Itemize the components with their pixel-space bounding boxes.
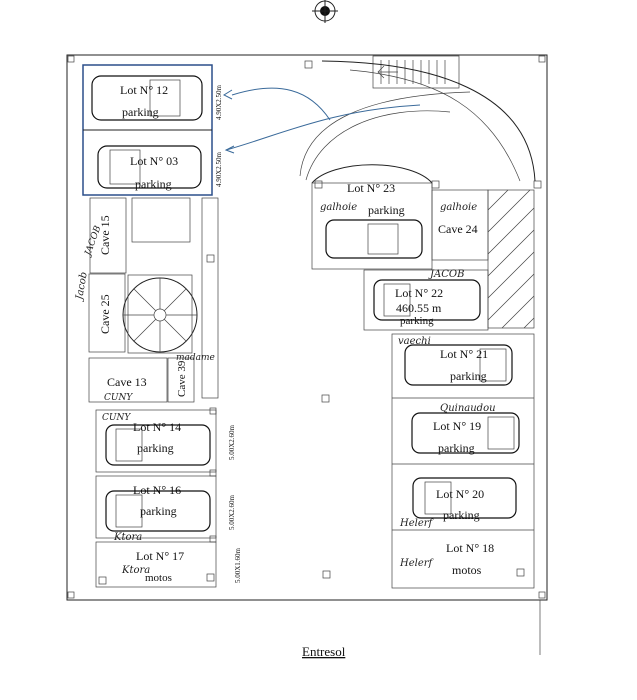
lot-20-use: parking xyxy=(443,508,480,522)
plan-title: Entresol xyxy=(302,644,346,659)
lot-17-title: Lot N° 17 xyxy=(136,549,184,563)
lot-19-use: parking xyxy=(438,441,475,455)
lot-22-use: parking xyxy=(400,315,434,327)
lot-16-dim: 5.00X2.60m xyxy=(228,494,236,530)
hw-ktora-16: Ktora xyxy=(113,532,142,543)
lot-03-dim: 4.90X2.50m xyxy=(215,151,223,187)
hw-jacob-22: JACOB xyxy=(428,269,464,280)
lot-16-title: Lot N° 16 xyxy=(133,483,181,497)
car-path-arrows xyxy=(222,87,421,154)
building-outline xyxy=(66,54,548,601)
cave-39-label: Cave 39 xyxy=(176,360,188,397)
cave-25[interactable]: Cave 25 xyxy=(88,273,126,353)
lot-23-title: Lot N° 23 xyxy=(347,181,395,195)
cave-24-label: Cave 24 xyxy=(438,222,478,236)
lot-18-use: motos xyxy=(452,563,482,577)
lot-22-title: Lot N° 22 xyxy=(395,286,443,300)
lot-03-title: Lot N° 03 xyxy=(130,154,178,168)
lot-14[interactable]: Lot N° 14 parking 5.00X2.60m xyxy=(95,409,236,473)
hw-ktora-17: Ktora xyxy=(121,565,150,576)
lot-22-area: 460.55 m xyxy=(396,301,442,315)
hw-cuny-14: CUNY xyxy=(102,413,131,423)
lot-17-dim: 5.00X1.60m xyxy=(234,547,242,583)
pillar-mark xyxy=(321,394,330,403)
hw-cuny-13: CUNY xyxy=(104,393,133,403)
compass-icon xyxy=(312,0,338,23)
lot-18-title: Lot N° 18 xyxy=(446,541,494,555)
lot-21[interactable]: Lot N° 21 parking xyxy=(404,344,513,386)
cave-13[interactable]: Cave 13 xyxy=(88,357,168,403)
hw-helerf-18: Helerf xyxy=(399,558,435,569)
vent-shaft xyxy=(131,197,191,243)
lot-17[interactable]: Lot N° 17 motos 5.00X1.60m xyxy=(95,541,242,588)
lot-16-use: parking xyxy=(140,504,177,518)
lot-19[interactable]: Lot N° 19 parking xyxy=(411,412,520,455)
cave-15[interactable]: Cave 15 xyxy=(89,197,127,274)
hw-quinaudou: Quinaudou xyxy=(440,403,496,414)
hw-vaechi: vaechi xyxy=(398,336,431,347)
hw-helerf-20: Helerf xyxy=(399,518,435,529)
lot-12[interactable]: Lot N° 12 parking 4.90X2.50m xyxy=(91,75,223,121)
cave-25-label: Cave 25 xyxy=(98,294,112,334)
hw-madame: madame xyxy=(176,353,215,363)
lot-21-title: Lot N° 21 xyxy=(440,347,488,361)
lot-03-use: parking xyxy=(135,177,172,191)
lot-12-title: Lot N° 12 xyxy=(120,83,168,97)
lot-14-use: parking xyxy=(137,441,174,455)
lot-14-title: Lot N° 14 xyxy=(133,420,181,434)
cave-39[interactable]: Cave 39 xyxy=(167,357,195,403)
lot-12-dim: 4.90X2.50m xyxy=(215,84,223,120)
corner-marks xyxy=(67,55,546,599)
corridor xyxy=(201,197,219,399)
hw-gallien-24: galhoie xyxy=(440,202,477,213)
lot-23-use: parking xyxy=(368,203,405,217)
lot-14-dim: 5.00X2.60m xyxy=(228,424,236,460)
lot-21-use: parking xyxy=(450,369,487,383)
hatched-column xyxy=(487,189,535,329)
cave-24[interactable]: Cave 24 xyxy=(431,189,489,261)
entrance-stairs xyxy=(372,55,460,89)
lot-17-use: motos xyxy=(145,572,172,584)
lot-20[interactable]: Lot N° 20 parking xyxy=(412,477,517,522)
lot-12-use: parking xyxy=(122,105,159,119)
right-parking-block xyxy=(391,333,535,589)
cave-15-label: Cave 15 xyxy=(98,215,112,255)
access-ramp xyxy=(299,60,536,184)
spiral-stair xyxy=(122,274,198,354)
lot-22[interactable]: Lot N° 22 460.55 m parking xyxy=(363,269,489,331)
lot-20-title: Lot N° 20 xyxy=(436,487,484,501)
lot-03[interactable]: Lot N° 03 parking 4.90X2.50m xyxy=(97,145,223,191)
lot-23[interactable]: Lot N° 23 parking xyxy=(311,181,433,270)
hw-jacob-25: Jacob xyxy=(74,271,90,302)
lot-16[interactable]: Lot N° 16 parking 5.00X2.60m xyxy=(95,475,236,539)
lot-18[interactable]: Lot N° 18 motos xyxy=(446,541,494,577)
cave-13-label: Cave 13 xyxy=(107,375,147,389)
lot-19-title: Lot N° 19 xyxy=(433,419,481,433)
hw-gallien-23: galhoie xyxy=(320,202,357,213)
